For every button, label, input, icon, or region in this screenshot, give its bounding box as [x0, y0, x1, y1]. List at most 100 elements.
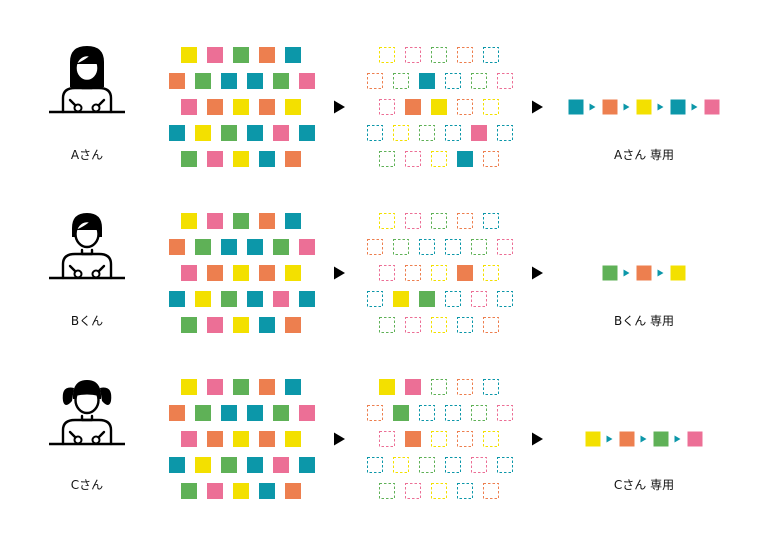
- dashed-square: [431, 431, 447, 447]
- dashed-square: [497, 239, 513, 255]
- dashed-square: [457, 47, 473, 63]
- source-square: [247, 125, 263, 141]
- source-square: [259, 151, 275, 167]
- dashed-square: [367, 405, 383, 421]
- dashed-square: [431, 213, 447, 229]
- source-grid: [169, 379, 315, 499]
- source-square: [247, 405, 263, 421]
- source-square: [259, 317, 275, 333]
- source-square: [221, 125, 237, 141]
- sequence-square: [602, 265, 618, 281]
- source-square: [299, 457, 315, 473]
- filtered-grid: [367, 47, 513, 167]
- source-square: [181, 99, 197, 115]
- source-square: [207, 379, 223, 395]
- source-square: [259, 431, 275, 447]
- source-square: [259, 47, 275, 63]
- dashed-square: [379, 317, 395, 333]
- source-square: [273, 125, 289, 141]
- dashed-square: [497, 291, 513, 307]
- source-square: [195, 239, 211, 255]
- filtered-grid: [367, 379, 513, 499]
- dashed-square: [445, 239, 461, 255]
- source-square: [247, 73, 263, 89]
- source-square: [169, 125, 185, 141]
- dashed-square: [471, 457, 487, 473]
- dashed-square: [445, 291, 461, 307]
- source-square: [259, 483, 275, 499]
- source-grid: [169, 213, 315, 333]
- source-square: [299, 73, 315, 89]
- dashed-square: [457, 99, 473, 115]
- step-arrow-1-triangle-right-icon: [334, 266, 345, 280]
- bangs: [75, 385, 99, 396]
- source-square: [285, 47, 301, 63]
- selected-square: [405, 379, 421, 395]
- dashed-square: [379, 265, 395, 281]
- pigtail-left: [62, 387, 74, 405]
- source-square: [259, 99, 275, 115]
- source-square: [207, 483, 223, 499]
- sequence-square: [602, 99, 618, 115]
- source-square: [247, 457, 263, 473]
- dashed-square: [393, 125, 409, 141]
- shoulders: [61, 252, 113, 280]
- dashed-square: [405, 151, 421, 167]
- dashed-square: [457, 213, 473, 229]
- source-square: [207, 213, 223, 229]
- source-square: [299, 239, 315, 255]
- result-sequence: [568, 99, 720, 115]
- selected-square: [393, 405, 409, 421]
- step-arrow-2-triangle-right-icon: [532, 432, 543, 446]
- dashed-square: [379, 47, 395, 63]
- source-square: [273, 291, 289, 307]
- source-square: [285, 431, 301, 447]
- source-square: [285, 99, 301, 115]
- hand-left: [73, 269, 83, 279]
- dashed-square: [483, 317, 499, 333]
- selected-square: [405, 99, 421, 115]
- section-B: [49, 213, 686, 333]
- step-arrow-1-triangle-right-icon: [334, 100, 345, 114]
- person-label: Aさん: [70, 148, 104, 162]
- dashed-square: [419, 125, 435, 141]
- dashed-square: [471, 291, 487, 307]
- source-square: [181, 151, 197, 167]
- source-square: [233, 151, 249, 167]
- source-square: [285, 379, 301, 395]
- result-label: Bくん 専用: [613, 314, 675, 328]
- source-square: [207, 47, 223, 63]
- sequence-small-triangle-right-icon: [691, 103, 698, 111]
- section-A: [49, 46, 720, 167]
- dashed-square: [431, 379, 447, 395]
- sequence-square: [585, 431, 601, 447]
- dashed-square: [431, 317, 447, 333]
- source-square: [221, 239, 237, 255]
- sequence-small-triangle-right-icon: [606, 435, 613, 443]
- dashed-square: [367, 457, 383, 473]
- sequence-small-triangle-right-icon: [657, 269, 664, 277]
- dashed-square: [483, 265, 499, 281]
- dashed-square: [431, 47, 447, 63]
- person-at-desk-icon: [49, 46, 125, 114]
- source-square: [273, 405, 289, 421]
- source-square: [273, 73, 289, 89]
- bangs: [75, 50, 100, 64]
- dashed-square: [393, 239, 409, 255]
- source-square: [233, 47, 249, 63]
- selected-square: [379, 379, 395, 395]
- source-square: [233, 265, 249, 281]
- source-square: [169, 457, 185, 473]
- step-arrow-1-triangle-right-icon: [334, 432, 345, 446]
- shoulders: [61, 86, 113, 114]
- selected-square: [431, 99, 447, 115]
- source-square: [169, 239, 185, 255]
- dashed-square: [367, 291, 383, 307]
- sequence-small-triangle-right-icon: [623, 269, 630, 277]
- dashed-square: [379, 151, 395, 167]
- selected-square: [471, 125, 487, 141]
- source-square: [221, 457, 237, 473]
- source-square: [207, 265, 223, 281]
- dashed-square: [483, 47, 499, 63]
- source-square: [221, 405, 237, 421]
